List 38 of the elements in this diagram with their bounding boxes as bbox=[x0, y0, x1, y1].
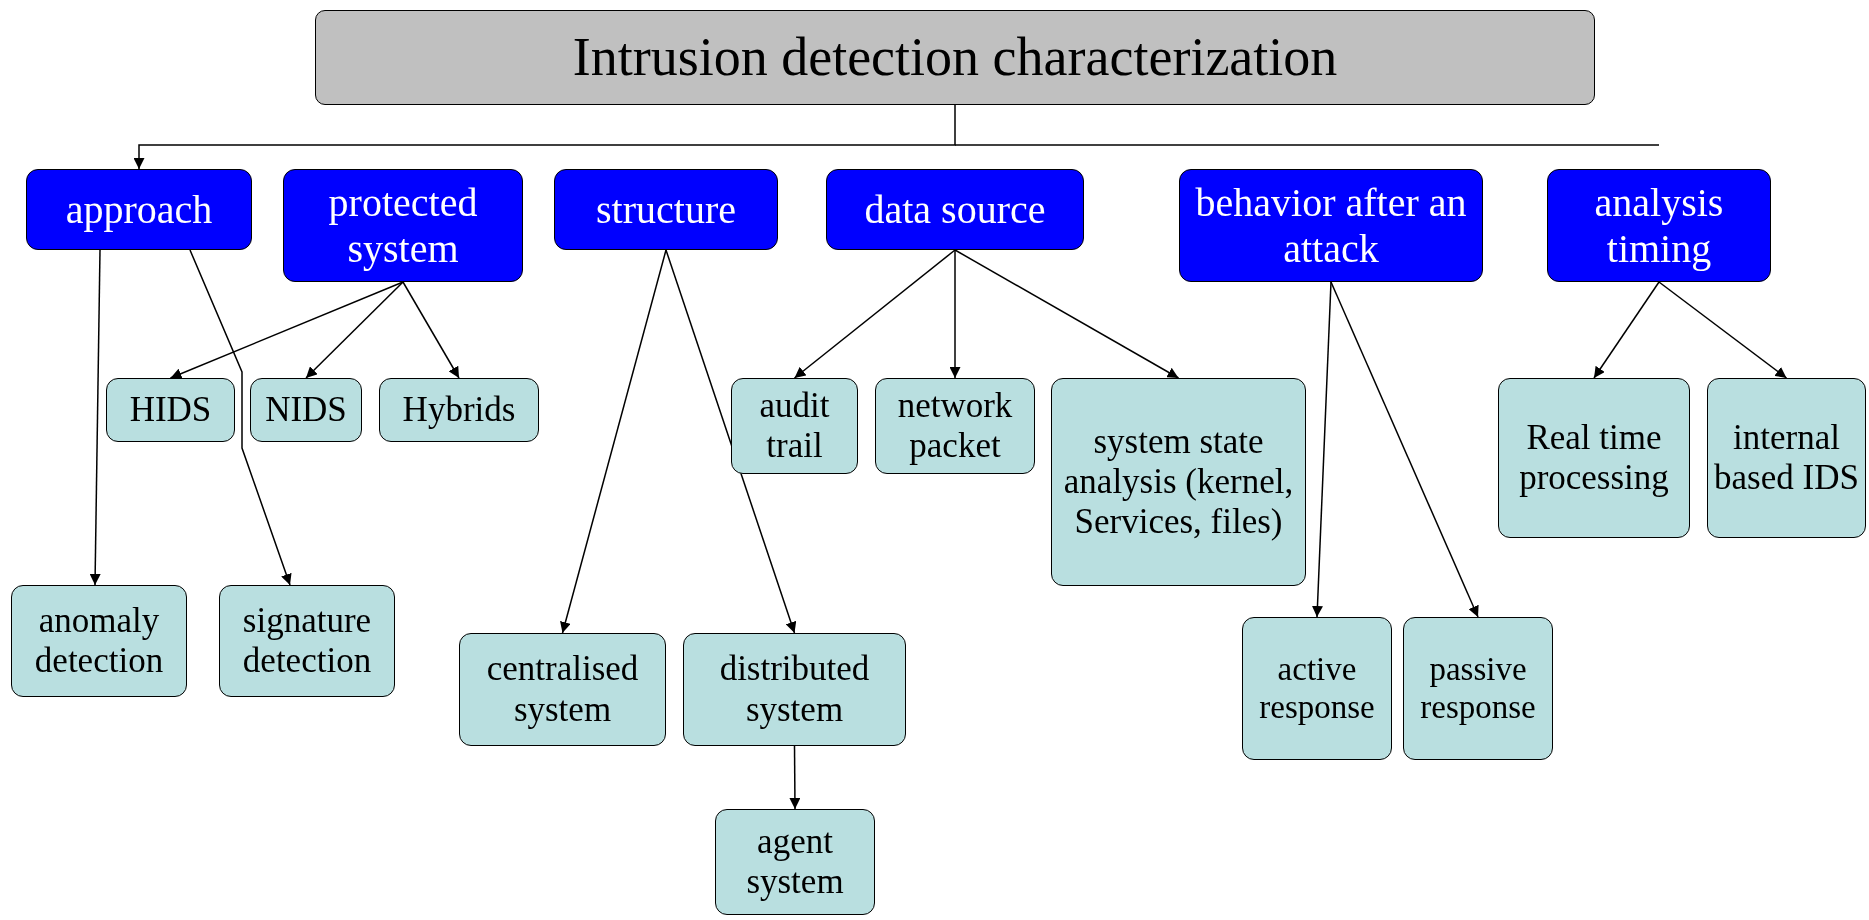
arrow bbox=[949, 249, 961, 379]
arrow bbox=[954, 249, 1180, 379]
category-box: approach bbox=[26, 169, 252, 250]
leaf-box: distributed system bbox=[683, 633, 906, 746]
arrow bbox=[189, 249, 292, 586]
category-box: behavior after an attack bbox=[1179, 169, 1483, 282]
arrow bbox=[793, 249, 956, 379]
arrow bbox=[1593, 281, 1660, 379]
leaf-box: anomaly detection bbox=[11, 585, 187, 697]
category-box: structure bbox=[554, 169, 778, 250]
leaf-box: centralised system bbox=[459, 633, 666, 746]
leaf-box: audit trail bbox=[731, 378, 858, 474]
arrow bbox=[133, 104, 956, 170]
arrow bbox=[402, 281, 460, 379]
leaf-box: HIDS bbox=[106, 378, 235, 442]
arrow bbox=[1658, 281, 1788, 379]
arrow bbox=[169, 281, 404, 379]
arrow bbox=[305, 281, 404, 379]
category-box: data source bbox=[826, 169, 1084, 250]
arrow bbox=[1330, 281, 1479, 618]
leaf-box: Hybrids bbox=[379, 378, 539, 442]
leaf-box: NIDS bbox=[250, 378, 362, 442]
arrow bbox=[789, 745, 801, 810]
leaf-box: signature detection bbox=[219, 585, 395, 697]
leaf-box: active response bbox=[1242, 617, 1392, 760]
category-box: protected system bbox=[283, 169, 523, 282]
arrow bbox=[1311, 281, 1332, 618]
arrow bbox=[560, 249, 667, 634]
leaf-box: system state analysis (kernel, Services, files) bbox=[1051, 378, 1306, 586]
title-box: Intrusion detection characterization bbox=[315, 10, 1595, 105]
arrow bbox=[665, 249, 797, 634]
leaf-box: Real time processing bbox=[1498, 378, 1690, 538]
leaf-box: internal based IDS bbox=[1707, 378, 1866, 538]
leaf-box: agent system bbox=[715, 809, 875, 915]
leaf-box: network packet bbox=[875, 378, 1035, 474]
arrow bbox=[89, 249, 101, 586]
category-box: analysis timing bbox=[1547, 169, 1771, 282]
leaf-box: passive response bbox=[1403, 617, 1553, 760]
